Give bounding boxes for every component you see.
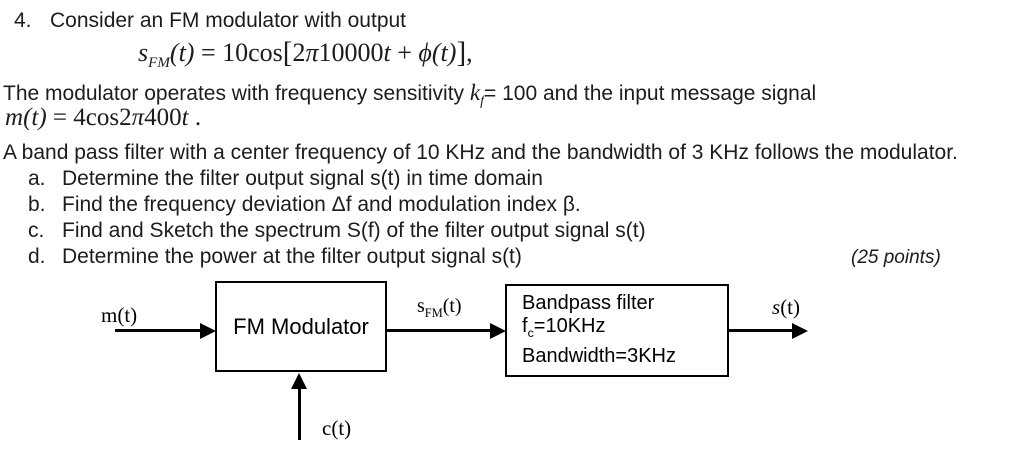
arrow-sfm-head-icon [490,323,506,339]
bandpass-line: A band pass filter with a center frequen… [3,141,958,164]
diagram-output-label: s(t) [772,295,800,320]
item-d-label: d. [28,245,46,268]
bandpass-filter-label: Bandpass filter [522,292,655,314]
item-b-text: Find the frequency deviation Δf and modu… [62,193,581,216]
formula-sfm-eq: = 10cos [194,38,283,67]
problem-number: 4. [14,9,32,32]
formula-sfm-arg: (t) [169,38,195,67]
formula-sfm-comma: , [466,38,473,67]
sfm-label-base: s [417,295,425,317]
item-c-text: Find and Sketch the spectrum S(f) of the… [62,219,646,242]
points-note: (25 points) [851,247,941,268]
formula-mt-eq: = 4cos [46,104,120,131]
formula-sfm-pi: π [305,38,319,67]
bandpass-filter-box: Bandpass filter fc=10KHz Bandwidth=3KHz [505,284,729,377]
formula-mt-var: m [5,104,24,131]
fc-var: f [522,315,528,337]
diagram-carrier-label: c(t) [322,416,352,440]
item-c-label: c. [28,219,45,242]
formula-mt-period: . [188,104,202,131]
formula-mt-tvar: t [181,104,189,131]
sfm-label-sub: FM [424,306,443,320]
arrow-input-line [115,329,201,332]
arrow-sfm-line [385,329,491,332]
item-b-label: b. [28,193,46,216]
sfm-label-arg: (t) [442,295,462,317]
arrow-input-head-icon [200,323,216,339]
formula-sfm-freq: 10000 [318,38,384,67]
bandpass-filter-bandwidth: Bandwidth=3KHz [522,345,676,367]
formula-sfm-open-bracket: [ [282,37,293,69]
formula-sfm-var: s [138,38,149,67]
formula-sfm-sub: FM [148,55,170,72]
fc-rest: =10KHz [533,315,606,337]
sensitivity-text-after: = 100 and the input message signal [484,82,817,105]
formula-sfm-phi-arg: (t) [431,38,457,67]
arrow-output-line [729,329,793,332]
formula-mt: m(t) = 4cos2π400t . [5,104,201,132]
fm-modulator-label: FM Modulator [233,313,369,339]
output-label-arg: (t) [780,295,801,319]
item-d-text: Determine the power at the filter output… [62,245,522,268]
fc-sub: c [527,326,534,340]
sensitivity-var-k: k [469,80,481,105]
diagram-sfm-label: sFM(t) [417,295,462,321]
formula-sfm-coef: 2 [292,38,306,67]
sensitivity-text-before: The modulator operates with frequency se… [3,82,470,105]
arrow-output-head-icon [792,323,808,339]
problem-intro: Consider an FM modulator with output [50,9,407,32]
formula-mt-freq: 400 [144,104,182,131]
formula-sfm-tvar: t [383,38,391,67]
output-label-base: s [772,295,781,319]
formula-mt-pi: π [131,104,145,131]
sensitivity-sub-f: f [480,94,485,110]
formula-mt-coef: 2 [119,104,132,131]
diagram-input-label: m(t) [101,303,138,327]
item-a-text: Determine the filter output signal s(t) … [62,167,543,190]
formula-sfm-close-bracket: ] [456,37,467,69]
bandpass-filter-fc: fc=10KHz [522,315,721,345]
arrow-carrier-line [298,387,301,440]
fm-modulator-box: FM Modulator [215,281,387,372]
formula-sfm: sFM(t) = 10cos[2π10000t + ϕ(t)], [138,37,473,72]
arrow-carrier-head-icon [291,373,307,389]
sensitivity-line: The modulator operates with frequency se… [3,80,816,110]
formula-sfm-plus: + [390,38,419,67]
item-a-label: a. [28,167,46,190]
formula-mt-arg: (t) [23,104,47,131]
formula-sfm-phi: ϕ [418,38,432,67]
